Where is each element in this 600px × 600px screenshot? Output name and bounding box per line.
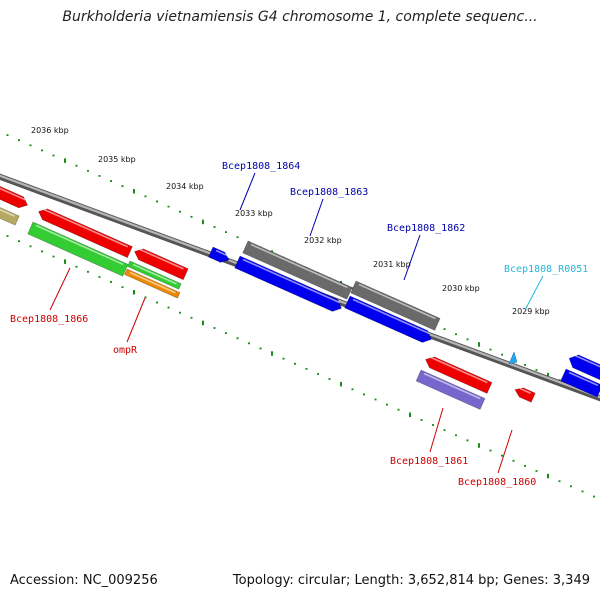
gene-label-leader (497, 429, 513, 474)
gene-feature (0, 180, 29, 209)
gene-feature-body (242, 240, 353, 300)
gene-feature (415, 369, 486, 410)
gene-feature-shine (519, 387, 531, 394)
gene-label-leader (403, 234, 421, 281)
gene-feature (425, 356, 493, 394)
gene-feature-shine (358, 283, 436, 320)
scale-tick-label: 2033 kbp (235, 209, 273, 218)
gene-feature (234, 255, 342, 312)
gene-feature (38, 208, 133, 259)
gene-feature-body (350, 280, 441, 331)
label-layer: Bcep1808_1864Bcep1808_1863Bcep1808_1862B… (10, 161, 588, 488)
gene-feature-body (38, 208, 133, 259)
gene-label-leader (126, 297, 146, 343)
gene-feature-body (560, 368, 600, 398)
gene-feature (568, 354, 600, 382)
gene-feature-shine (430, 356, 488, 384)
gene-feature-body (0, 180, 29, 209)
gene-feature-shine (43, 208, 129, 248)
map-title: Burkholderia vietnamiensis G4 chromosome… (62, 9, 538, 25)
scale-tick-label: 2030 kbp (442, 284, 480, 293)
gene-feature-body (514, 387, 536, 403)
gene-label: Bcep1808_1864 (222, 161, 300, 172)
gene-feature-shine (132, 263, 177, 285)
gene-feature-shine (129, 271, 176, 294)
gene-feature-body (568, 354, 600, 382)
gene-feature-body (27, 221, 129, 277)
gene-feature-shine (215, 249, 227, 256)
gene-label: ompR (113, 345, 138, 356)
gene-feature (560, 368, 600, 398)
tick-layer: 2036 kbp 2035 kbp 2034 kbp 2033 kbp 2032 kbp… (6, 126, 595, 498)
gene-feature-shine (250, 243, 348, 289)
gene-feature (124, 268, 181, 299)
scale-tick-label: 2036 kbp (31, 126, 69, 135)
gene-feature-body (344, 295, 432, 343)
scale-tick-label: 2032 kbp (304, 236, 342, 245)
gene-label: Bcep1808_1860 (458, 477, 536, 488)
gene-label-leader (239, 172, 256, 211)
gene-feature (242, 240, 353, 300)
gene-feature-body (425, 356, 493, 394)
gene-feature-body (415, 369, 486, 410)
gene-feature-shine (35, 224, 124, 266)
gene-label-leader (309, 198, 324, 237)
gene-feature-shine (568, 371, 599, 387)
gene-feature (344, 295, 432, 343)
gene-feature-shine (0, 205, 15, 217)
accession-text: Accession: NC_009256 (10, 573, 158, 588)
gene-feature (350, 280, 441, 331)
scale-tick-label: 2035 kbp (98, 155, 136, 164)
gene-label-leader (429, 407, 444, 453)
gene-layer (0, 180, 600, 410)
scale-tick-label: 2029 kbp (512, 307, 550, 316)
gene-feature-shine (352, 298, 430, 335)
gene-label: Bcep1808_1863 (290, 187, 368, 198)
scale-tick-label: 2031 kbp (373, 260, 411, 269)
gene-feature-body (0, 202, 20, 226)
gene-feature-body (134, 248, 189, 281)
gene-feature-shine (423, 372, 481, 400)
trna-feature (508, 351, 518, 365)
gene-feature-shine (139, 248, 184, 270)
gene-feature (134, 248, 189, 281)
gene-label-leader (49, 267, 71, 311)
gene-label-leader (524, 275, 544, 311)
gene-label: Bcep1808_1862 (387, 223, 465, 234)
topology-text: Topology: circular; Length: 3,652,814 bp… (232, 573, 590, 588)
gene-feature (27, 221, 129, 277)
gene-feature (514, 387, 536, 403)
gene-feature (127, 260, 182, 290)
gene-feature (0, 202, 20, 226)
scale-tick-label: 2034 kbp (166, 182, 204, 191)
gene-feature (208, 246, 230, 263)
gene-label: Bcep1808_R0051 (504, 264, 588, 275)
gene-label: Bcep1808_1866 (10, 314, 88, 325)
gene-feature-shine (0, 183, 26, 201)
gene-label: Bcep1808_1861 (390, 456, 468, 467)
gene-feature-body (208, 246, 230, 263)
gene-feature-shine (242, 258, 340, 304)
gene-feature-body (234, 255, 342, 312)
gene-feature-shine (574, 354, 600, 370)
